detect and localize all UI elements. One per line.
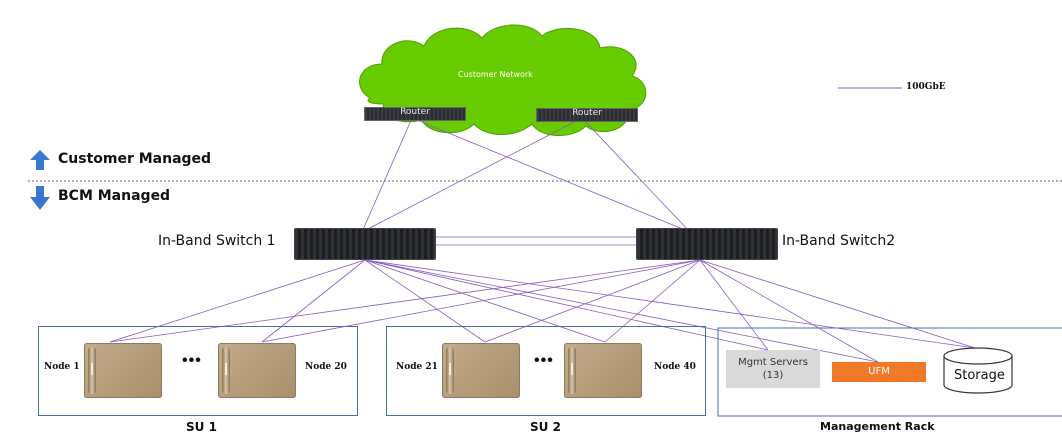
customer-managed-label: Customer Managed xyxy=(58,151,212,167)
storage-label: Storage xyxy=(954,368,1005,383)
su1-first-node-label: Node 1 xyxy=(44,362,80,372)
mgmt-servers-label: Mgmt Servers xyxy=(738,357,808,368)
customer-managed-up-arrow xyxy=(30,150,50,170)
link-s1-node1 xyxy=(109,259,366,343)
legend-label: 100GbE xyxy=(906,82,946,92)
su2-last-node-label: Node 40 xyxy=(654,362,696,372)
management-rack-caption: Management Rack xyxy=(820,420,935,433)
link-s2-storage xyxy=(699,259,976,349)
router-left-label: Router xyxy=(400,107,430,117)
mgmt-servers-count: (13) xyxy=(762,370,784,381)
switch-2-label: In-Band Switch2 xyxy=(782,233,896,249)
link-s1-node21 xyxy=(364,259,486,343)
link-router1-switch2 xyxy=(411,117,691,233)
bcm-managed-label: BCM Managed xyxy=(58,188,171,204)
su2-caption: SU 2 xyxy=(530,420,561,434)
link-s1-node40 xyxy=(364,259,606,343)
su2-box xyxy=(386,326,706,416)
management-rack-box xyxy=(717,327,1062,417)
link-s2-node1 xyxy=(109,259,701,343)
router-right: Router xyxy=(536,108,638,122)
link-s1-node20 xyxy=(261,259,366,343)
link-s2-ufm xyxy=(699,259,879,363)
ufm-box: UFM xyxy=(832,362,926,382)
su1-node-last xyxy=(218,343,296,398)
ufm-label: UFM xyxy=(868,366,890,377)
link-s2-node40 xyxy=(604,259,701,343)
link-router2-switch2 xyxy=(581,117,691,233)
su2-node-last xyxy=(564,343,642,398)
link-s1-storage xyxy=(364,259,976,349)
bcm-managed-down-arrow xyxy=(30,186,50,210)
su1-node-first xyxy=(84,343,162,398)
storage-cylinder xyxy=(943,347,1013,394)
su2-ellipsis: ••• xyxy=(534,352,554,369)
su2-node-first xyxy=(442,343,520,398)
link-router1-switch1 xyxy=(361,117,413,233)
mgmt-servers-box: Mgmt Servers (13) xyxy=(726,350,820,388)
link-s2-node21 xyxy=(484,259,701,343)
link-s1-mgmt xyxy=(364,259,769,351)
link-s2-mgmt xyxy=(699,259,769,351)
su1-caption: SU 1 xyxy=(186,420,217,434)
customer-network-label: Customer Network xyxy=(458,70,533,79)
link-router2-switch1 xyxy=(361,117,583,233)
su2-first-node-label: Node 21 xyxy=(396,362,438,372)
in-band-switch-2 xyxy=(636,228,778,260)
link-s2-node20 xyxy=(261,259,701,343)
su1-ellipsis: ••• xyxy=(182,352,202,369)
router-left: Router xyxy=(364,107,466,121)
router-right-label: Router xyxy=(572,108,602,118)
link-s1-ufm xyxy=(364,259,879,363)
su1-box xyxy=(38,326,358,416)
su1-last-node-label: Node 20 xyxy=(305,362,347,372)
switch-1-label: In-Band Switch 1 xyxy=(158,233,276,249)
in-band-switch-1 xyxy=(294,228,436,260)
